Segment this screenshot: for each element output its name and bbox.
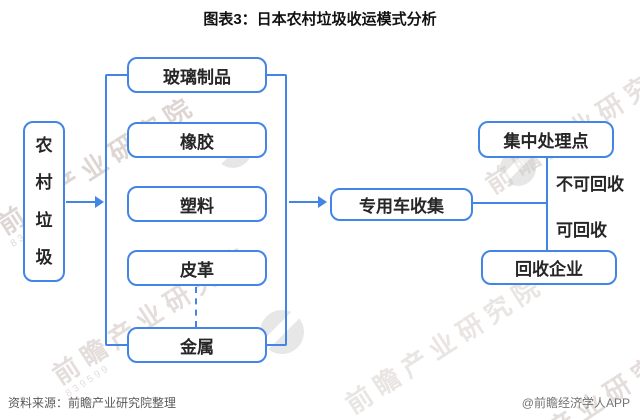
node-plastic-label: 塑料 xyxy=(180,196,214,216)
line-destinations-vertical xyxy=(546,157,548,251)
node-rural-waste-label: 农村垃圾 xyxy=(35,135,53,267)
dashed-connector-leather-metal xyxy=(195,287,197,327)
node-central-processing-point-label: 集中处理点 xyxy=(503,132,589,151)
node-rubber-label: 橡胶 xyxy=(180,132,214,152)
node-rubber: 橡胶 xyxy=(127,122,267,158)
node-glass-products-label: 玻璃制品 xyxy=(163,67,231,87)
arrow-source-to-group xyxy=(66,196,104,208)
node-central-processing-point: 集中处理点 xyxy=(478,121,614,158)
edge-label-non-recyclable: 不可回收 xyxy=(556,175,624,194)
node-leather: 皮革 xyxy=(127,250,267,286)
node-glass-products: 玻璃制品 xyxy=(127,57,267,93)
node-leather-label: 皮革 xyxy=(180,260,214,280)
node-rural-waste: 农村垃圾 xyxy=(23,121,65,282)
footer-credit: @前瞻经济学人APP xyxy=(521,396,630,410)
arrow-group-to-collect xyxy=(289,196,327,208)
node-special-vehicle-collect: 专用车收集 xyxy=(330,188,473,221)
chart-title: 图表3：日本农村垃圾收运模式分析 xyxy=(203,11,437,28)
edge-label-recyclable: 可回收 xyxy=(556,221,607,240)
node-special-vehicle-collect-label: 专用车收集 xyxy=(359,197,444,216)
watermark-text: 前瞻产业研究院 xyxy=(340,268,551,420)
footer-data-source: 资料来源：前瞻产业研究院整理 xyxy=(8,396,177,410)
node-recycling-enterprise-label: 回收企业 xyxy=(515,260,583,279)
line-collect-to-junction xyxy=(473,202,548,204)
node-recycling-enterprise: 回收企业 xyxy=(481,250,617,285)
node-plastic: 塑料 xyxy=(127,186,267,222)
node-metal: 金属 xyxy=(127,327,267,363)
node-metal-label: 金属 xyxy=(180,337,214,357)
